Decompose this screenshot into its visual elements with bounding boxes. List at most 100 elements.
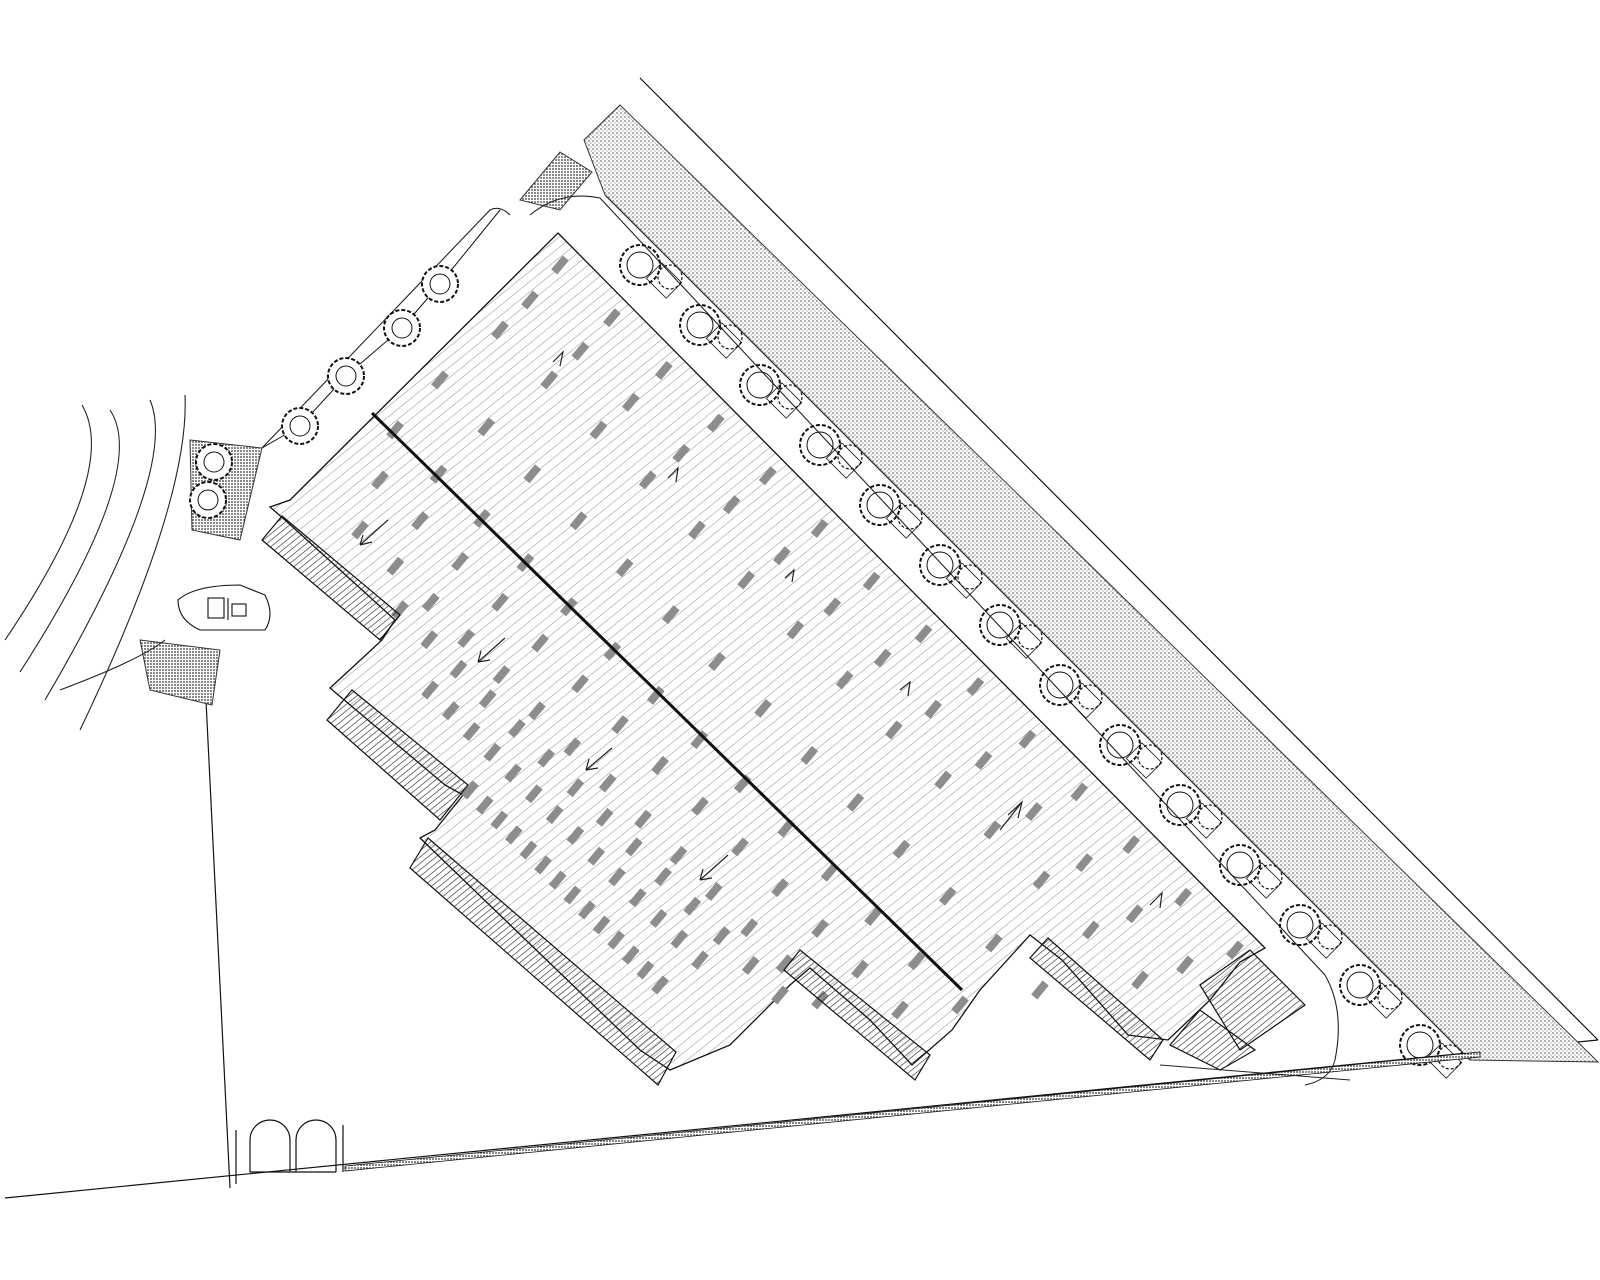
stall-marker (740, 918, 759, 938)
inner-road-edge-2 (261, 207, 511, 449)
stall-marker (431, 370, 449, 390)
stall-marker (651, 755, 669, 775)
stall-marker (569, 511, 588, 531)
stall-marker (731, 837, 749, 857)
stall-marker (974, 750, 993, 770)
stall-marker (1176, 955, 1194, 975)
stall-marker (691, 950, 709, 970)
parking-bay-2 (326, 689, 469, 821)
stall-marker (786, 620, 805, 640)
stall-marker (1081, 920, 1100, 940)
stall-marker (492, 665, 511, 685)
parking-bay-6 (1199, 949, 1306, 1051)
stall-marker (615, 558, 634, 578)
tree-symbol (421, 265, 459, 303)
stall-marker (984, 933, 1003, 953)
stall-marker (811, 918, 829, 938)
stall-marker (938, 886, 957, 906)
central-divider (370, 411, 964, 992)
stall-marker (611, 715, 629, 735)
stall-marker (508, 718, 526, 738)
tree-symbol (1279, 904, 1343, 959)
stall-marker (691, 796, 709, 816)
stall-marker (462, 722, 481, 742)
stall-marker (1122, 835, 1141, 855)
stall-marker (519, 840, 538, 860)
stall-marker (654, 867, 672, 887)
stall-marker (846, 792, 865, 812)
stall-marker (892, 839, 911, 859)
arrow-down-3 (585, 747, 613, 771)
stall-marker (914, 624, 933, 644)
tree-symbol (1159, 784, 1223, 839)
tree-symbol (189, 481, 227, 519)
stall-marker (669, 845, 688, 865)
stall-marker (592, 915, 611, 935)
gatehouse (177, 584, 271, 631)
boundary-wall (344, 1051, 1481, 1172)
stall-marker (638, 470, 657, 490)
stall-marker (483, 742, 502, 762)
stall-marker (1125, 904, 1144, 924)
tree-symbol (799, 424, 863, 479)
stall-marker (884, 720, 903, 740)
stall-marker (563, 885, 582, 905)
arrow-up-5 (999, 800, 1024, 831)
stall-marker (621, 392, 640, 412)
stall-marker (924, 699, 942, 719)
arrow-down-2 (477, 637, 506, 663)
tree-symbol (619, 244, 683, 299)
tree-symbol (739, 364, 803, 419)
stall-marker (504, 825, 523, 845)
stall-marker (688, 520, 706, 540)
tree-symbol (919, 544, 983, 599)
tree-symbol (979, 604, 1043, 659)
stall-marker (421, 592, 440, 612)
stall-marker (741, 955, 760, 975)
stall-marker (571, 674, 589, 694)
tree-symbol (1219, 844, 1283, 899)
stall-marker (457, 628, 476, 648)
stall-marker (429, 464, 448, 484)
stall-marker (708, 652, 726, 672)
stall-marker (862, 571, 881, 591)
arrow-down-4 (699, 854, 729, 881)
parking-stall-markers (351, 255, 1244, 1020)
stall-marker (603, 641, 622, 661)
stall-marker (1174, 887, 1192, 907)
entrance-gate (235, 1119, 344, 1184)
stall-marker (491, 592, 509, 612)
stall-marker (712, 926, 731, 946)
parking-bay-7 (1169, 1009, 1257, 1071)
arrow-up-3 (784, 568, 795, 583)
planting-bed-southwest (139, 639, 221, 706)
stall-marker (595, 807, 614, 827)
tree-row-west (189, 209, 501, 519)
stall-marker (441, 701, 460, 721)
tree-row (619, 244, 1463, 1079)
stall-marker (651, 975, 669, 995)
stall-marker (566, 825, 585, 845)
stall-marker (621, 945, 640, 965)
stall-marker (521, 290, 539, 310)
stall-marker (649, 908, 668, 928)
parking-bay-5 (1029, 937, 1164, 1061)
arrow-up-2 (667, 466, 679, 483)
stall-marker (1024, 802, 1043, 822)
stall-marker (386, 556, 405, 576)
tree-symbol (281, 407, 319, 445)
stall-marker (587, 846, 606, 866)
stall-marker (420, 630, 439, 650)
stall-marker (873, 648, 892, 668)
stall-marker (1070, 782, 1089, 802)
stall-marker (775, 954, 794, 974)
stall-marker (551, 255, 569, 275)
stall-marker (771, 985, 789, 1005)
stall-marker (411, 511, 429, 531)
stall-marker (773, 546, 791, 566)
stall-marker (737, 570, 756, 590)
stall-marker (690, 730, 709, 750)
stall-marker (624, 837, 643, 857)
stall-marker (634, 809, 652, 829)
tree-symbol (679, 304, 743, 359)
